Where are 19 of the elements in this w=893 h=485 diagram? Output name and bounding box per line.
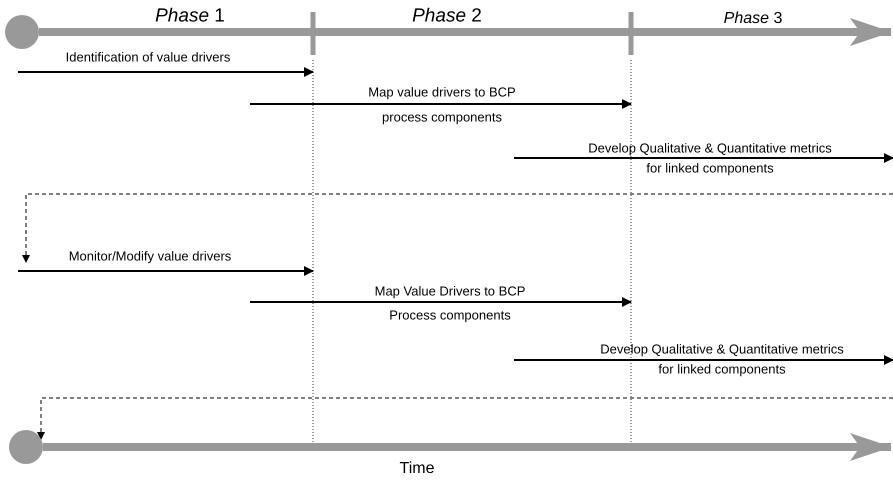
task-label: Map value drivers to BCP xyxy=(368,86,516,98)
phase-label: Phase 3 xyxy=(724,11,782,27)
task-label: process components xyxy=(382,110,502,124)
timeline-start-circle xyxy=(5,15,39,49)
task-label: Monitor/Modify value drivers xyxy=(68,250,232,262)
axis-label: Time xyxy=(400,461,434,477)
task-label: Identification of value drivers xyxy=(66,50,230,64)
task-label: Develop Qualitative & Quantitative metrics xyxy=(600,342,844,356)
task-label: for linked components xyxy=(658,362,786,376)
phase-label: Phase 1 xyxy=(155,6,225,26)
task-label: Process components xyxy=(389,308,511,322)
timeline-arrow xyxy=(43,433,892,461)
task-label: Develop Qualitative & Quantitative metrics xyxy=(588,142,832,154)
timeline-arrow xyxy=(39,18,892,46)
timeline-start-circle xyxy=(9,430,43,464)
phase-label: Phase 2 xyxy=(412,6,482,26)
task-label: for linked components xyxy=(646,162,774,174)
feedback-arrow xyxy=(37,398,893,440)
task-label: Map Value Drivers to BCP xyxy=(374,284,526,298)
